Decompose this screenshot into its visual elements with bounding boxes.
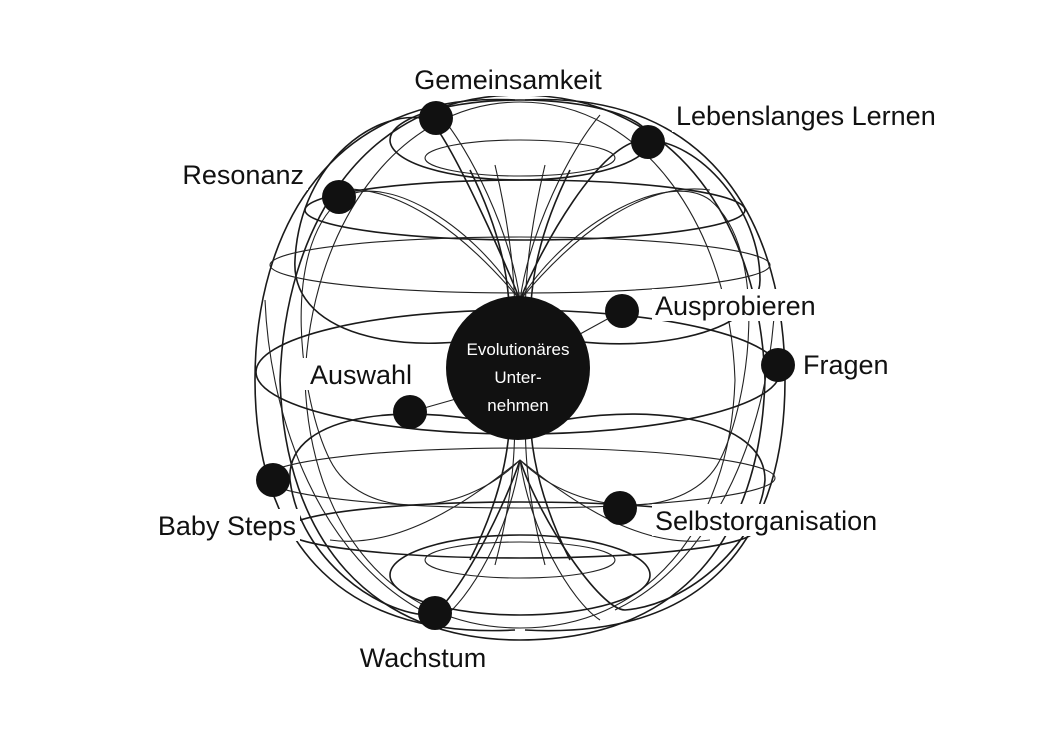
label-baby-steps: Baby Steps	[158, 511, 296, 541]
label-selbstorganisation: Selbstorganisation	[655, 506, 877, 536]
center-label-line3: nehmen	[487, 396, 548, 415]
center-label-line2: Unter-	[494, 368, 541, 387]
node-dot-baby-steps	[256, 463, 290, 497]
label-lebenslanges-lernen: Lebenslanges Lernen	[676, 101, 936, 131]
node-dot-resonanz	[322, 180, 356, 214]
node-dots	[256, 101, 795, 630]
node-dot-gemeinsamkeit	[419, 101, 453, 135]
node-dot-wachstum	[418, 596, 452, 630]
node-dot-selbstorganisation	[603, 491, 637, 525]
label-gemeinsamkeit: Gemeinsamkeit	[414, 65, 602, 95]
label-wachstum: Wachstum	[360, 643, 487, 673]
node-dot-ausprobieren	[605, 294, 639, 328]
label-auswahl: Auswahl	[310, 360, 412, 390]
label-resonanz: Resonanz	[182, 160, 304, 190]
node-labels: Gemeinsamkeit Lebenslanges Lernen Resona…	[140, 64, 964, 674]
center-label-line1: Evolutionäres	[466, 340, 569, 359]
label-fragen: Fragen	[803, 350, 889, 380]
label-ausprobieren: Ausprobieren	[655, 291, 816, 321]
node-dot-auswahl	[393, 395, 427, 429]
node-dot-lebenslanges-lernen	[631, 125, 665, 159]
node-dot-fragen	[761, 348, 795, 382]
center-node: Evolutionäres Unter- nehmen	[446, 296, 590, 440]
